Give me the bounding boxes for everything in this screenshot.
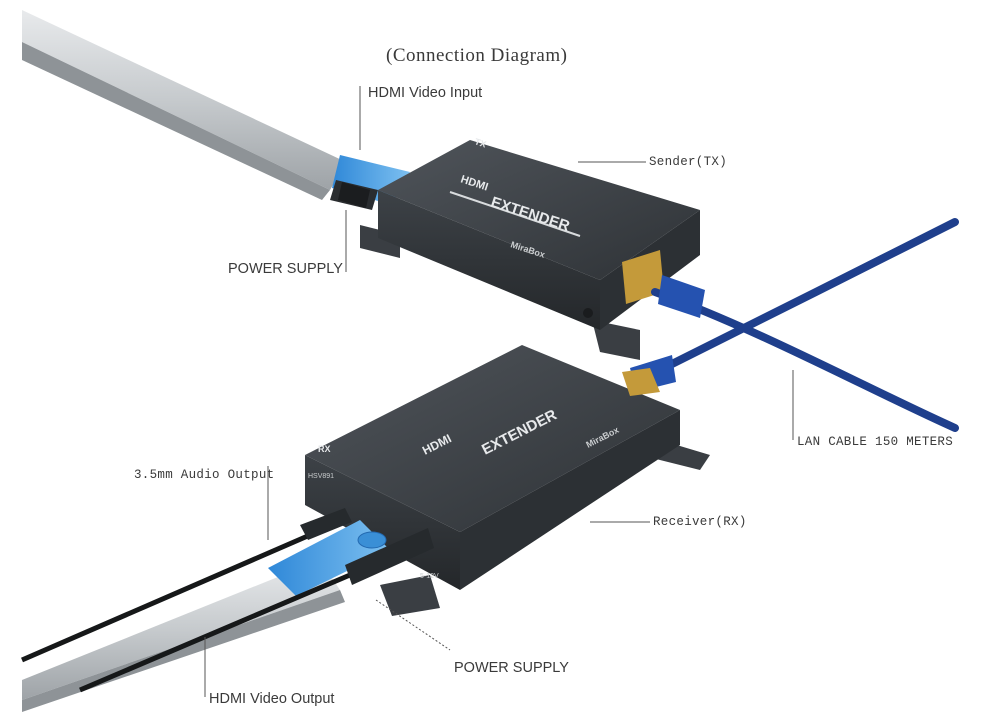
receiver-device: HDMI EXTENDER MiraBox RX HSV891 5-12V	[305, 345, 710, 616]
label-backdrop-bottom	[320, 656, 718, 682]
receiver-power-cable	[79, 528, 434, 693]
hdmi-input-label: HDMI Video Input	[368, 85, 483, 101]
hdmi-input-cable	[22, 10, 410, 210]
annotation-lines	[204, 86, 794, 697]
sender-power-plug	[338, 182, 370, 208]
sender-label: Sender(TX)	[649, 155, 728, 169]
hdmi-output-cable	[22, 520, 390, 712]
power-supply-top-label: POWER SUPPLY	[228, 261, 343, 277]
receiver-voltage: 5-12V	[420, 573, 439, 580]
audio-output-label: 3.5mm Audio Output	[134, 468, 275, 482]
power-supply-bottom-label: POWER SUPPLY	[454, 660, 569, 676]
hdmi-output-label: HDMI Video Output	[209, 691, 335, 707]
sender-tx-badge: TX	[473, 136, 487, 149]
lan-cable-label: LAN CABLE 150 METERS	[797, 435, 954, 449]
label-backdrop-top	[86, 283, 472, 309]
receiver-label: Receiver(RX)	[653, 515, 747, 529]
diagram-title: (Connection Diagram)	[386, 45, 568, 66]
receiver-model: HSV891	[308, 473, 334, 480]
audio-output-cable	[21, 508, 352, 663]
sender-device: HDMI EXTENDER MiraBox TX	[360, 136, 700, 360]
receiver-rx-badge: RX	[318, 444, 331, 454]
